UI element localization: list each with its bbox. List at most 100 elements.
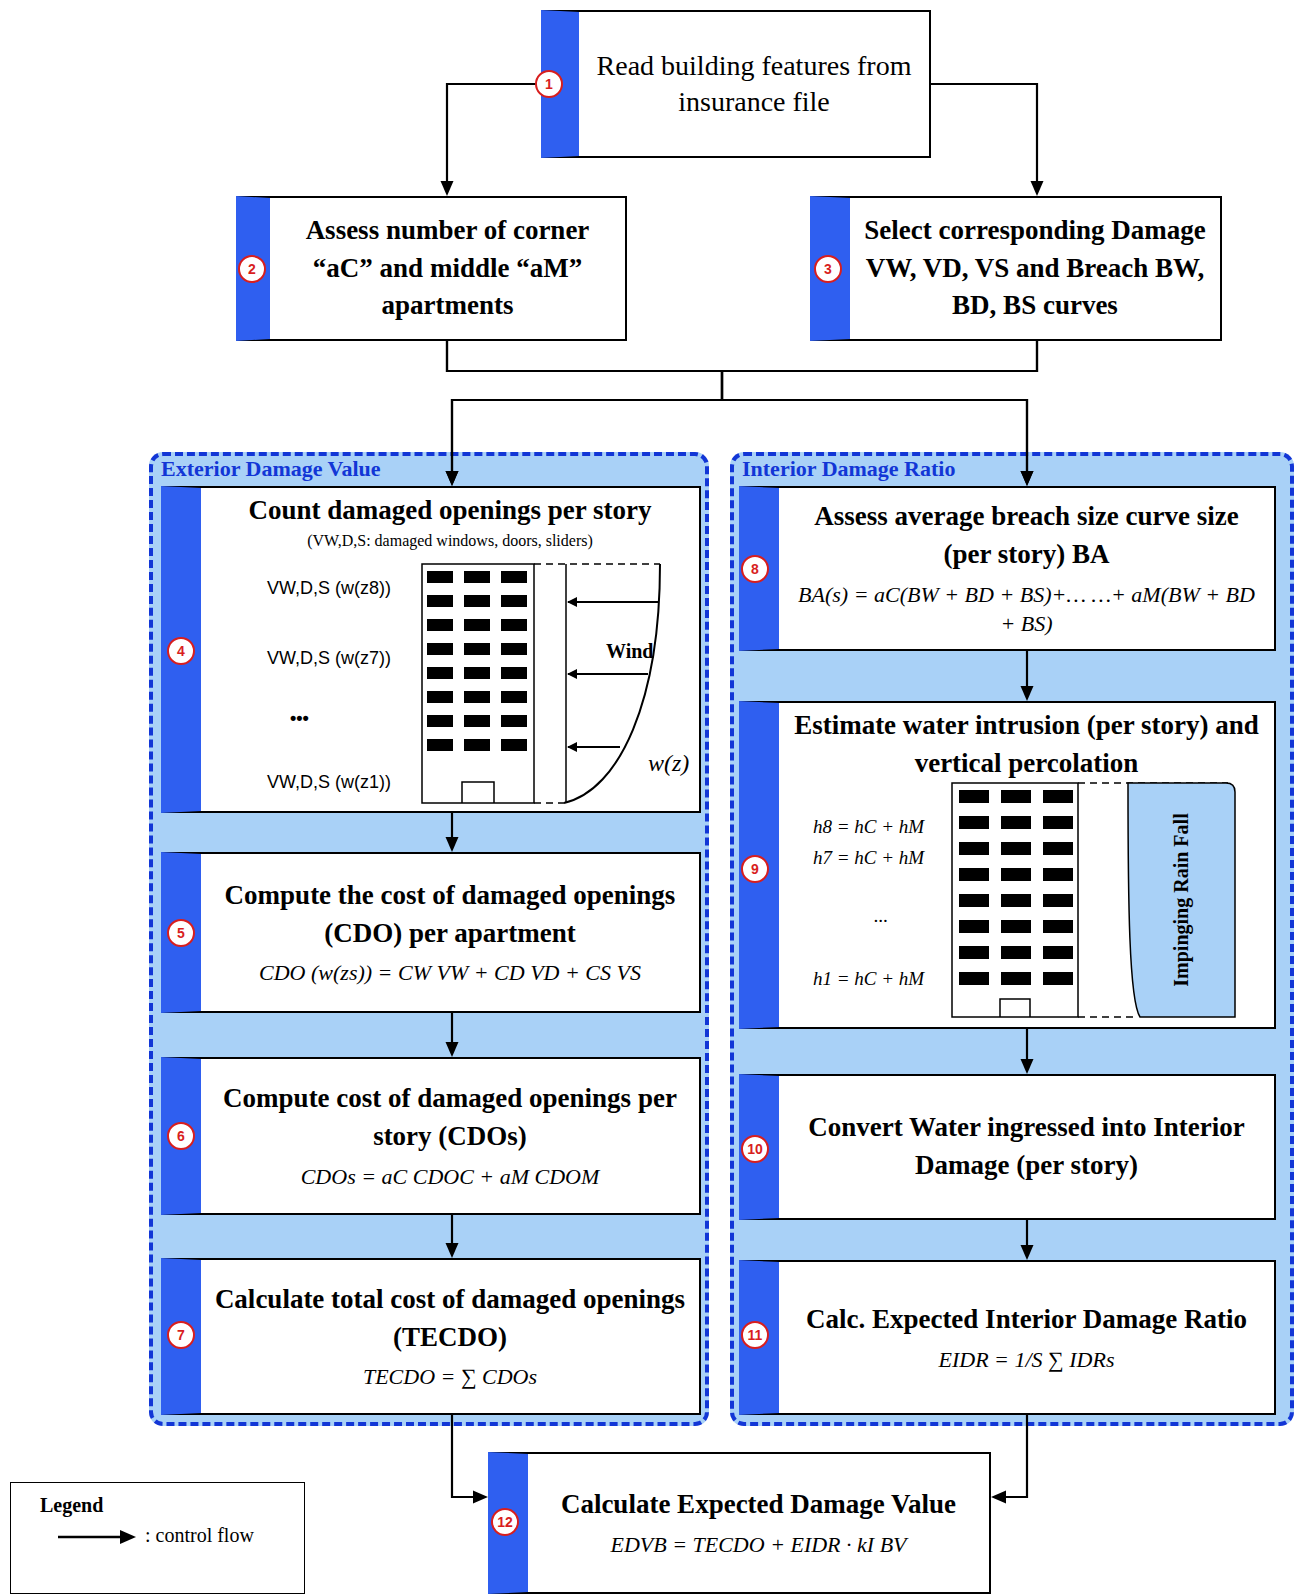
process-box: Select corresponding Damage VW, VD, VS a… <box>810 196 1222 341</box>
box-heading: Convert Water ingressed into Interior Da… <box>789 1109 1264 1185</box>
box-heading: Calculate total cost of damaged openings… <box>211 1281 689 1357</box>
building-interior <box>952 783 1235 1017</box>
legend-text: : control flow <box>145 1524 254 1547</box>
legend-line <box>58 1536 122 1539</box>
height-label: h8 = hC + hM <box>813 816 924 838</box>
process-box: Calculate total cost of damaged openings… <box>161 1258 701 1415</box>
box-heading: Calc. Expected Interior Damage Ratio <box>806 1301 1247 1339</box>
box-heading: Calculate Expected Damage Value <box>561 1486 956 1524</box>
callout-number: 12 <box>491 1508 519 1536</box>
connector <box>441 84 542 196</box>
connector <box>722 341 1037 486</box>
connector-line <box>722 341 1037 471</box>
box-heading: Select corresponding Damage VW, VD, VS a… <box>860 212 1210 325</box>
box-note: (VW,D,S: damaged windows, doors, sliders… <box>307 532 593 550</box>
arrowhead <box>991 1491 1006 1504</box>
box-heading: Compute cost of damaged openings per sto… <box>211 1080 689 1156</box>
ellipsis: ••• <box>290 708 309 729</box>
height-label: ... <box>874 905 888 927</box>
connector <box>446 813 459 852</box>
connector-line <box>1026 651 1028 686</box>
connector-line <box>447 341 1027 471</box>
arrowhead <box>1021 471 1034 486</box>
arrowhead <box>446 471 459 486</box>
process-box: Calculate Expected Damage ValueEDVB = TE… <box>488 1452 991 1594</box>
connector-line <box>452 1415 473 1497</box>
formula: BA(s) = aC(BW + BD + BS)+… …+ aM(BW + BD… <box>789 580 1264 639</box>
arrowhead <box>446 837 459 852</box>
connector-line <box>451 1013 453 1042</box>
callout-number: 10 <box>741 1135 769 1163</box>
group-title: Exterior Damage Value <box>161 456 381 482</box>
connector-line <box>447 84 541 181</box>
arrowhead <box>446 1042 459 1057</box>
legend-title: Legend <box>40 1494 103 1517</box>
box-heading: Read building features from insurance fi… <box>589 48 919 121</box>
process-box: Read building features from insurance fi… <box>541 10 931 158</box>
arrowhead <box>446 471 459 486</box>
connector-line <box>451 813 453 837</box>
callout-number: 7 <box>167 1321 195 1349</box>
box-heading: Compute the cost of damaged openings (CD… <box>211 877 689 953</box>
story-label: VW,D,S (w(z1)) <box>267 772 391 793</box>
height-label: h7 = hC + hM <box>813 847 924 869</box>
legend-arrowhead <box>120 1530 136 1544</box>
callout-number: 2 <box>238 255 266 283</box>
arrowhead <box>1031 181 1044 196</box>
height-label: h1 = hC + hM <box>813 968 924 990</box>
story-label: VW,D,S (w(z7)) <box>267 648 391 669</box>
formula: EIDR = 1/S ∑ IDRs <box>939 1345 1115 1375</box>
arrowhead <box>1021 1059 1034 1074</box>
wind-label: Wind <box>606 640 653 663</box>
connector <box>447 341 1034 486</box>
box-heading: Assess number of corner “aC” and middle … <box>280 212 615 325</box>
group-band: Interior Damage RatioAssess average brea… <box>730 452 1294 1426</box>
arrowhead <box>441 181 454 196</box>
arrowhead <box>1021 686 1034 701</box>
arrowhead <box>446 1243 459 1258</box>
profile-label: w(z) <box>648 750 689 777</box>
callout-number: 3 <box>814 255 842 283</box>
callout-number: 9 <box>741 855 769 883</box>
connector-line <box>447 341 722 471</box>
rain-label: Impinging Rain Fall <box>1170 813 1193 986</box>
callout-number: 8 <box>741 555 769 583</box>
connector <box>931 84 1044 196</box>
process-box: Compute cost of damaged openings per sto… <box>161 1057 701 1215</box>
process-box: Convert Water ingressed into Interior Da… <box>739 1074 1276 1220</box>
group-title: Interior Damage Ratio <box>742 456 955 482</box>
story-label: VW,D,S (w(z8)) <box>267 578 391 599</box>
box-heading: Estimate water intrusion (per story) and… <box>789 707 1264 783</box>
connector <box>446 1215 459 1258</box>
process-box: Assess average breach size curve size (p… <box>739 486 1276 651</box>
callout-number: 5 <box>167 919 195 947</box>
formula: TECDO = ∑ CDOs <box>363 1362 537 1392</box>
formula: EDVB = TECDO + EIDR · kI BV <box>610 1530 906 1560</box>
connector <box>446 341 723 486</box>
connector <box>1021 1220 1034 1260</box>
formula: CDOs = aC CDOC + aM CDOM <box>301 1162 600 1192</box>
callout-number: 1 <box>535 70 563 98</box>
callout-number: 11 <box>741 1321 769 1349</box>
connector <box>446 341 1038 486</box>
group-band: Exterior Damage ValueCount damaged openi… <box>149 452 709 1426</box>
building-exterior <box>422 564 660 803</box>
connector-line <box>931 84 1037 181</box>
connector-line <box>1026 1029 1028 1059</box>
connector <box>1021 651 1034 701</box>
process-box: Calc. Expected Interior Damage RatioEIDR… <box>739 1260 1276 1415</box>
box-heading: Count damaged openings per story <box>248 492 651 530</box>
connector <box>446 1013 459 1057</box>
process-box: Assess number of corner “aC” and middle … <box>236 196 627 341</box>
callout-number: 6 <box>167 1122 195 1150</box>
legend-sample <box>58 1530 136 1544</box>
connector-line <box>451 1215 453 1243</box>
connector-line <box>1006 1415 1027 1497</box>
connector <box>452 1415 488 1504</box>
connector-line <box>452 341 1037 471</box>
formula: CDO (w(zs)) = CW VW + CD VD + CS VS <box>259 958 641 988</box>
arrowhead <box>1021 471 1034 486</box>
connector-line <box>1026 1220 1028 1245</box>
